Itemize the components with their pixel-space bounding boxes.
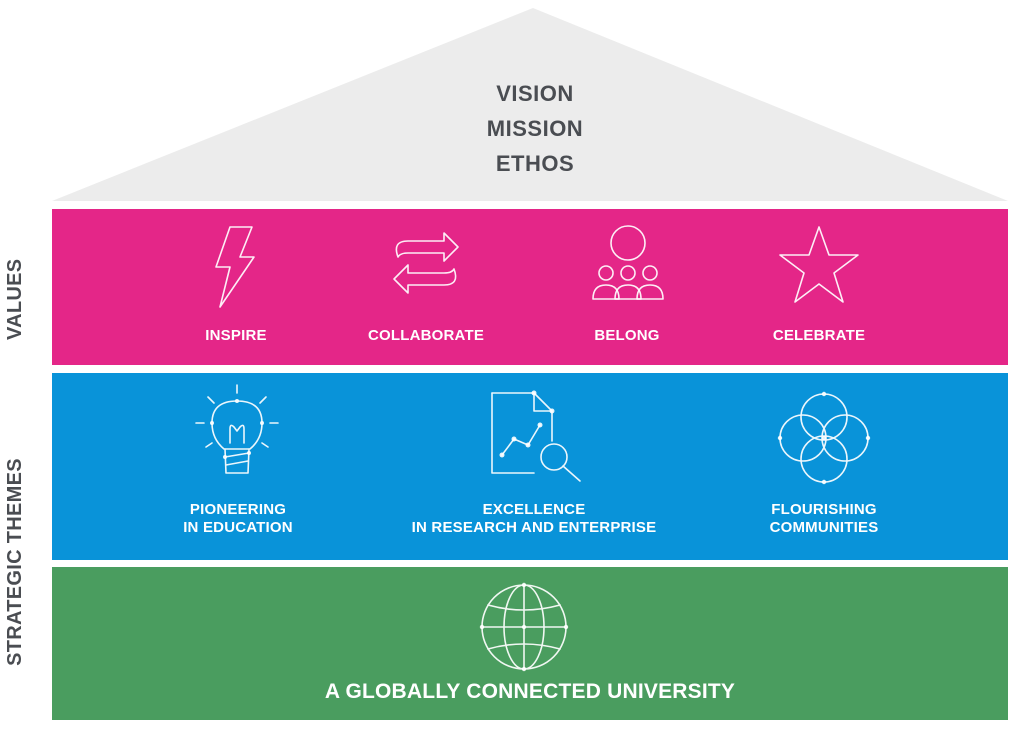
theme-excellence-line2: IN RESEARCH AND ENTERPRISE [411,519,657,536]
theme-flourishing-line2: COMMUNITIES [769,519,879,536]
strategic-themes-band: PIONEERING IN EDUCATION EXCELLENCE IN RE… [52,373,1008,560]
roof-triangle [52,8,1008,201]
strategic-themes-side-label: STRATEGIC THEMES [4,458,26,666]
foundation-band: A GLOBALLY CONNECTED UNIVERSITY [52,567,1008,720]
values-side-label: VALUES [4,258,26,340]
lightbulb-icon [195,384,279,474]
globe-icon [479,582,569,672]
roof-text: VISION MISSION ETHOS [420,76,650,181]
foundation-label: A GLOBALLY CONNECTED UNIVERSITY [324,680,736,703]
value-belong-label: BELONG [594,327,660,344]
value-collaborate-label: COLLABORATE [367,327,485,344]
lightning-bolt-icon [215,226,255,308]
theme-pioneering-label: PIONEERING IN EDUCATION [78,501,398,537]
star-icon [779,226,859,303]
group-people-icon [592,225,664,300]
theme-excellence-label: EXCELLENCE IN RESEARCH AND ENTERPRISE [374,501,694,537]
document-search-icon [491,390,581,482]
theme-pioneering-line1: PIONEERING [189,501,287,518]
exchange-arrows-icon [393,232,459,294]
value-celebrate-label: CELEBRATE [772,327,866,344]
overlapping-circles-icon [777,391,871,485]
ethos-label: ETHOS [495,151,575,176]
theme-pioneering-line2: IN EDUCATION [183,519,293,536]
value-inspire-label: INSPIRE [205,327,267,344]
values-band: INSPIRE COLLABORATE BELONG CELEBRATE [52,209,1008,365]
theme-excellence-line1: EXCELLENCE [482,501,586,518]
vision-label: VISION [496,81,574,106]
theme-flourishing-label: FLOURISHING COMMUNITIES [664,501,984,537]
mission-label: MISSION [486,116,584,141]
theme-flourishing-line1: FLOURISHING [771,501,877,518]
